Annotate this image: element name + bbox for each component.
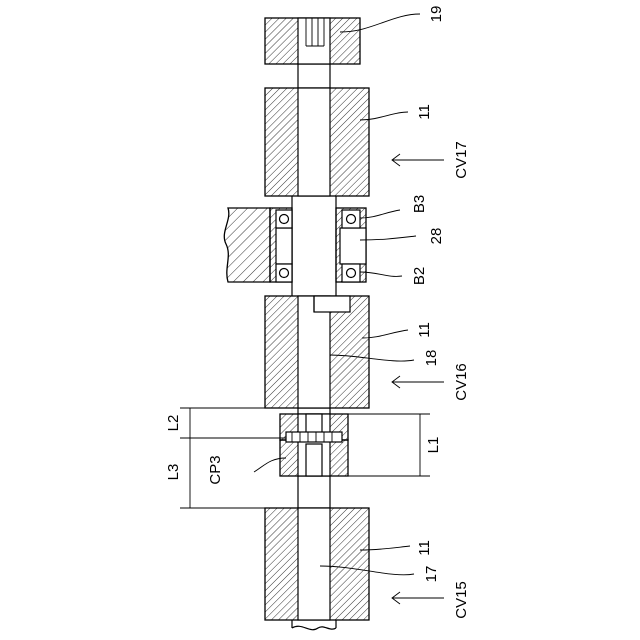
shaft-18 xyxy=(298,408,330,414)
label-l2: L2 xyxy=(165,415,182,432)
cv15-arrow xyxy=(392,592,444,604)
label-11-middle: 11 xyxy=(416,322,433,338)
label-cv17: CV17 xyxy=(453,141,470,179)
label-17: 17 xyxy=(423,566,440,583)
label-l3: L3 xyxy=(165,464,182,481)
block-11-middle xyxy=(265,296,369,408)
cv16-arrow xyxy=(392,376,444,388)
shaft-segment-top xyxy=(298,64,330,88)
bearing-b2 xyxy=(276,264,360,282)
label-cv16: CV16 xyxy=(453,363,470,401)
label-cv15: CV15 xyxy=(453,581,470,619)
label-11-lower: 11 xyxy=(416,540,433,556)
dimension-l1 xyxy=(348,414,430,476)
coupling-cp3 xyxy=(280,414,348,476)
collar-19 xyxy=(265,18,360,64)
cv17-arrow xyxy=(392,154,444,166)
label-11-upper: 11 xyxy=(416,104,433,120)
shaft-segment-housing xyxy=(292,196,336,296)
shaft-stub-bottom xyxy=(292,620,336,630)
label-28: 28 xyxy=(428,228,445,245)
label-l1: L1 xyxy=(425,437,442,454)
label-b3: B3 xyxy=(411,195,428,213)
block-11-upper xyxy=(265,88,369,196)
label-19: 19 xyxy=(428,6,445,23)
label-b2: B2 xyxy=(411,267,428,285)
shaft-segment-lower xyxy=(298,476,330,508)
label-18: 18 xyxy=(423,350,440,367)
bearing-b3 xyxy=(276,210,360,228)
label-cp3: CP3 xyxy=(207,455,224,484)
block-11-lower xyxy=(265,508,369,620)
